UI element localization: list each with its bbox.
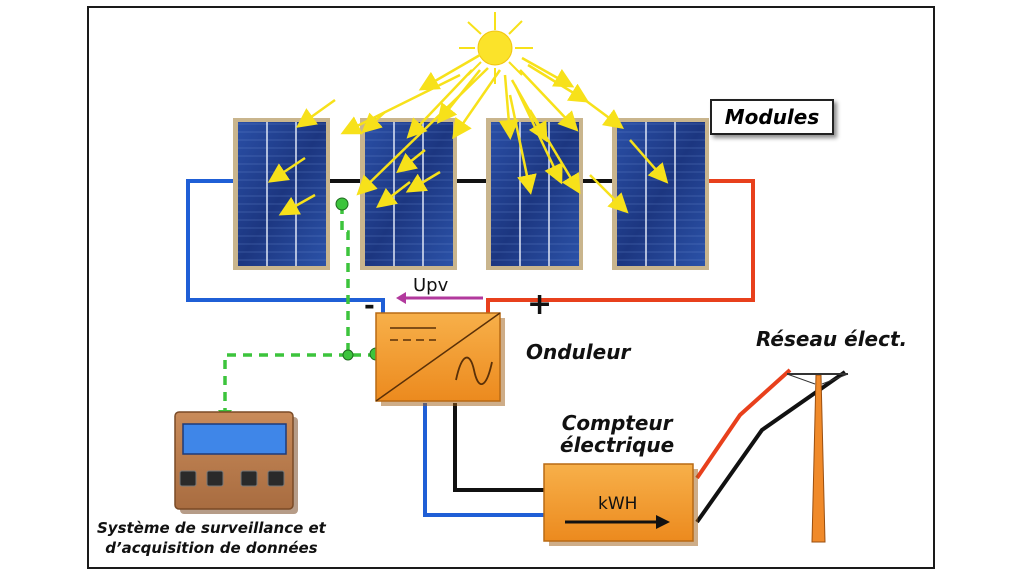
solar-panel-icon: [360, 118, 457, 270]
meter-label-line2: électrique: [560, 433, 675, 457]
grid-label: Réseau élect.: [756, 327, 908, 351]
signal-wire: [223, 205, 375, 410]
meter-label: Compteur électrique: [560, 412, 674, 456]
monitoring-device-icon: [174, 411, 298, 514]
monitoring-label-line2: d’acquisition de données: [105, 539, 318, 557]
inverter-label: Onduleur: [526, 340, 631, 364]
modules-label: Modules: [710, 99, 834, 135]
solar-panel-icon: [612, 118, 709, 270]
diagram-frame: [87, 6, 935, 569]
negative-wire: [186, 179, 545, 517]
meter-label-line1: Compteur: [561, 411, 673, 435]
upv-arrow: [396, 292, 483, 304]
monitoring-label-line1: Système de surveillance et: [97, 519, 326, 537]
sun-rays: [267, 53, 669, 216]
solar-panel-icon: [233, 118, 330, 270]
utility-pole-icon: [786, 373, 849, 543]
meter-icon: [543, 463, 698, 546]
plus-sign: +: [527, 287, 553, 322]
inverter-icon: [375, 312, 505, 406]
minus-sign: -: [364, 291, 375, 321]
solar-panel-icon: [486, 118, 583, 270]
kwh-label: kWH: [598, 494, 638, 514]
positive-wire: [486, 179, 792, 480]
upv-label: Upv: [413, 275, 449, 296]
monitoring-system-label: Système de surveillance et d’acquisition…: [97, 518, 326, 558]
